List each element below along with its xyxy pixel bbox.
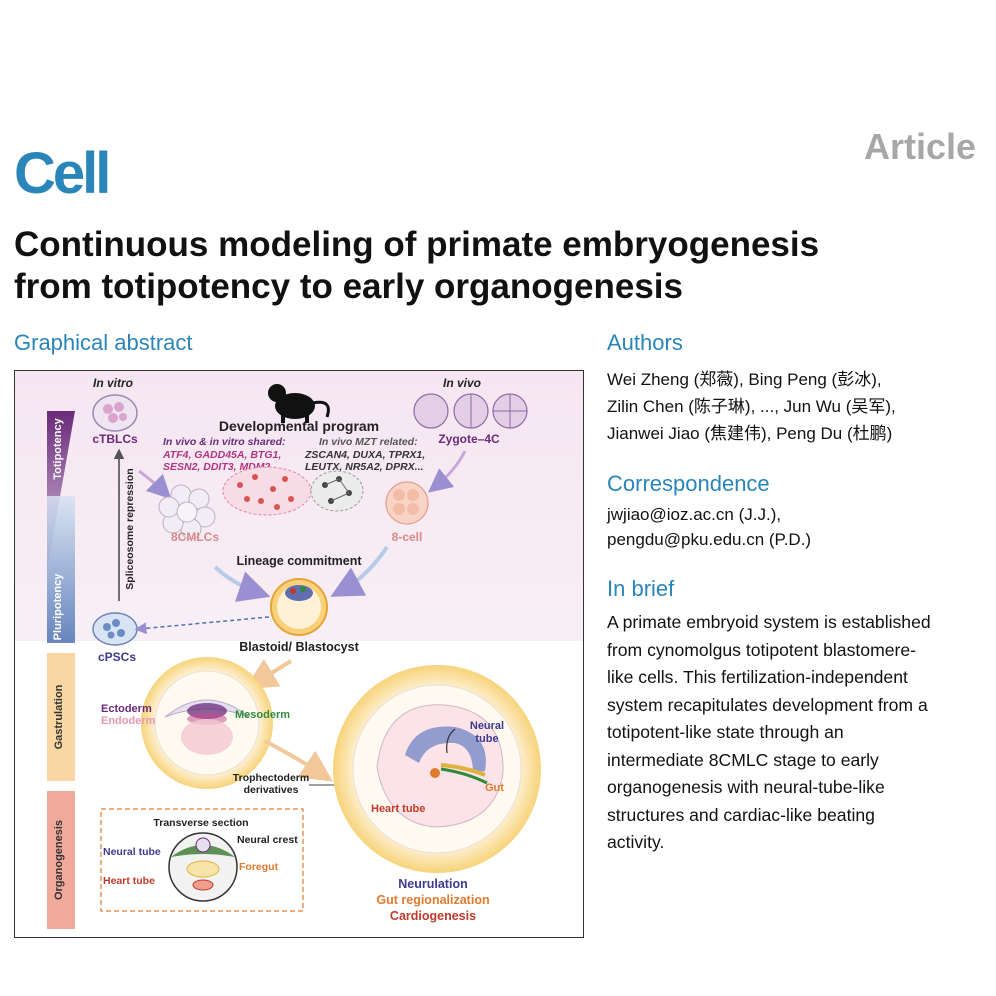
- transverse-section-box: [100, 808, 304, 912]
- gene-network-mzt-icon: [310, 470, 364, 512]
- email-link[interactable]: jwjiao@ioz.ac.cn (J.J.),: [607, 505, 782, 524]
- authors-line: Wei Zheng (郑薇), Bing Peng (彭冰),: [607, 370, 882, 389]
- brief-line: from cynomolgus totipotent blastomere-: [607, 639, 917, 660]
- transverse-section-icon: [168, 832, 238, 902]
- cpscs-label: cPSCs: [98, 650, 136, 664]
- authors-list: Wei Zheng (郑薇), Bing Peng (彭冰), Zilin Ch…: [607, 366, 987, 447]
- organogenesis-label: Organogenesis: [53, 820, 65, 900]
- mzt-genes-line-2: LEUTX, NR5A2, DPRX...: [305, 461, 424, 473]
- title-line-1: Continuous modeling of primate embryogen…: [14, 225, 820, 264]
- gut-label: Gut: [485, 782, 504, 794]
- 8-cell-embryo-icon: [385, 481, 429, 525]
- neurulation-label: Neurulation: [398, 877, 467, 891]
- brief-line: intermediate 8CMLC stage to early: [607, 749, 879, 770]
- in-brief-heading: In brief: [607, 576, 675, 601]
- gastrula-embryo-icon: [141, 657, 273, 789]
- gut-regionalization-label: Gut regionalization: [376, 893, 489, 907]
- transverse-neural-tube-label: Neural tube: [103, 846, 161, 858]
- arrow-ctblcs-to-8cmlcs: [138, 469, 172, 500]
- ctblcs-label: cTBLCs: [92, 432, 138, 446]
- trophectoderm-label-line-1: Trophectoderm: [233, 772, 309, 784]
- brief-line: like cells. This fertilization-independe…: [607, 667, 908, 687]
- zygote-4c-cells-icon: [413, 393, 528, 429]
- totipotency-label: Totipotency: [52, 417, 64, 479]
- authors-line: Jianwei Jiao (焦建伟), Peng Du (杜鹏): [607, 424, 893, 443]
- lineage-commitment-label: Lineage commitment: [236, 554, 362, 568]
- endoderm-label: Endoderm: [101, 715, 156, 727]
- 8cmlcs-label: 8CMLCs: [171, 530, 219, 544]
- journal-logo: Cell: [14, 141, 111, 206]
- brief-line: system recapitulates development from a: [607, 694, 928, 715]
- pluripotency-bar: [47, 496, 75, 643]
- graphical-abstract-figure: Totipotency Pluripotency Gastrulation Or…: [14, 370, 584, 938]
- arrow-gastrula-to-organogenesis: [264, 739, 333, 782]
- gastrulation-bar: [47, 653, 75, 781]
- brief-line: A primate embryoid system is established: [607, 612, 931, 632]
- arrow-8cmlcs-to-blastoid: [213, 565, 271, 602]
- gastrulation-label: Gastrulation: [53, 684, 65, 749]
- graphical-abstract-svg: Totipotency Pluripotency Gastrulation Or…: [15, 371, 583, 937]
- cpscs-dish-icon: [92, 612, 138, 646]
- transverse-section-title: Transverse section: [153, 817, 248, 829]
- organogenesis-bar: [47, 791, 75, 929]
- neural-tube-label-line-2: tube: [475, 733, 498, 745]
- correspondence-heading: Correspondence: [607, 471, 770, 496]
- arrow-blastoid-to-cpscs: [134, 616, 270, 635]
- trophectoderm-label-line-2: derivatives: [244, 784, 299, 796]
- arrow-zygote-to-8cell: [427, 450, 467, 493]
- correspondence-emails: jwjiao@ioz.ac.cn (J.J.), pengdu@pku.edu.…: [607, 502, 987, 552]
- developmental-program-title: Developmental program: [219, 418, 379, 434]
- mzt-genes-line-1: ZSCAN4, DUXA, TPRX1,: [304, 449, 425, 461]
- spliceosome-label: Spliceosome repression: [124, 468, 136, 589]
- blastoid-blastocyst-label: Blastoid/ Blastocyst: [239, 640, 359, 654]
- authors-heading: Authors: [607, 330, 683, 355]
- brief-line: structures and cardiac-like beating: [607, 804, 875, 825]
- 8cmlcs-cluster-icon: [158, 484, 216, 540]
- brief-line: organogenesis with neural-tube-like: [607, 777, 885, 797]
- brief-line: activity.: [607, 832, 665, 852]
- shared-genes-heading: In vivo & in vitro shared:: [163, 436, 286, 448]
- transverse-heart-tube-label: Heart tube: [103, 875, 155, 887]
- blastoid-icon: [270, 578, 328, 636]
- cardiogenesis-label: Cardiogenesis: [390, 909, 476, 923]
- email-link[interactable]: pengdu@pku.edu.cn (P.D.): [607, 530, 812, 549]
- mzt-genes-heading: In vivo MZT related:: [319, 436, 418, 448]
- neural-tube-label-line-1: Neural: [470, 720, 504, 732]
- ctblcs-dish-icon: [92, 394, 138, 432]
- organogenesis-embryo-icon: [333, 665, 541, 873]
- heart-tube-label: Heart tube: [371, 803, 425, 815]
- monkey-icon: [268, 384, 330, 423]
- in-vitro-label: In vitro: [93, 376, 133, 390]
- brief-line: totipotent-like state through an: [607, 722, 844, 742]
- arrow-8cell-to-blastocyst: [330, 545, 389, 597]
- in-vivo-label: In vivo: [443, 376, 481, 390]
- title-line-2: from totipotency to early organogenesis: [14, 267, 683, 306]
- mesoderm-label: Mesoderm: [235, 709, 290, 721]
- arrow-blastoid-to-gastrula: [244, 658, 293, 690]
- in-brief-text: A primate embryoid system is established…: [607, 609, 987, 857]
- shared-genes-line-1: ATF4, GADD45A, BTG1,: [162, 449, 281, 461]
- pluripotency-label: Pluripotency: [52, 573, 64, 641]
- 8-cell-label: 8-cell: [392, 530, 423, 544]
- neural-crest-label: Neural crest: [237, 834, 298, 846]
- ectoderm-label: Ectoderm: [101, 703, 152, 715]
- graphical-abstract-heading: Graphical abstract: [14, 330, 193, 355]
- zygote-4c-label: Zygote–4C: [438, 432, 500, 446]
- article-type-label: Article: [863, 126, 976, 167]
- gene-network-shared-icon: [222, 466, 312, 516]
- paper-title: Continuous modeling of primate embryogen…: [14, 224, 974, 308]
- foregut-label: Foregut: [239, 861, 279, 873]
- authors-line: Zilin Chen (陈子琳), ..., Jun Wu (吴军),: [607, 397, 896, 416]
